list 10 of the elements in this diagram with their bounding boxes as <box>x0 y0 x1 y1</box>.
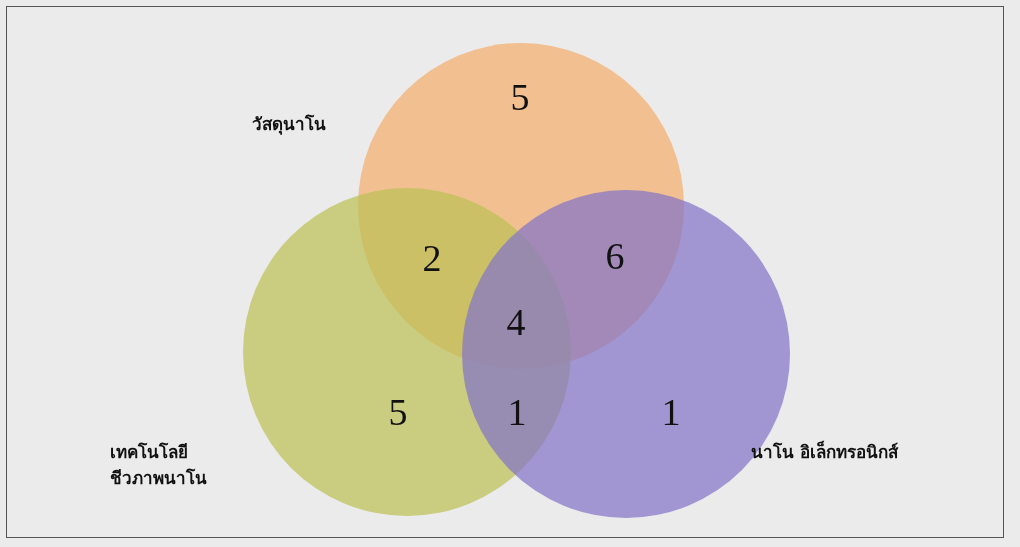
circle-label: นาโน อิเล็กทรอนิกส์ <box>750 440 898 464</box>
region-count: 5 <box>510 78 530 116</box>
region-count: 1 <box>507 393 527 431</box>
region-count: 1 <box>661 393 681 431</box>
region-count: 6 <box>605 237 625 275</box>
region-count: 4 <box>506 303 526 341</box>
circle-label: วัสดุนาโน <box>252 113 327 137</box>
region-count: 2 <box>422 239 442 277</box>
region-count: 5 <box>388 393 408 431</box>
circle-label: เทคโนโลยี ชีวภาพนาโน <box>110 441 208 490</box>
